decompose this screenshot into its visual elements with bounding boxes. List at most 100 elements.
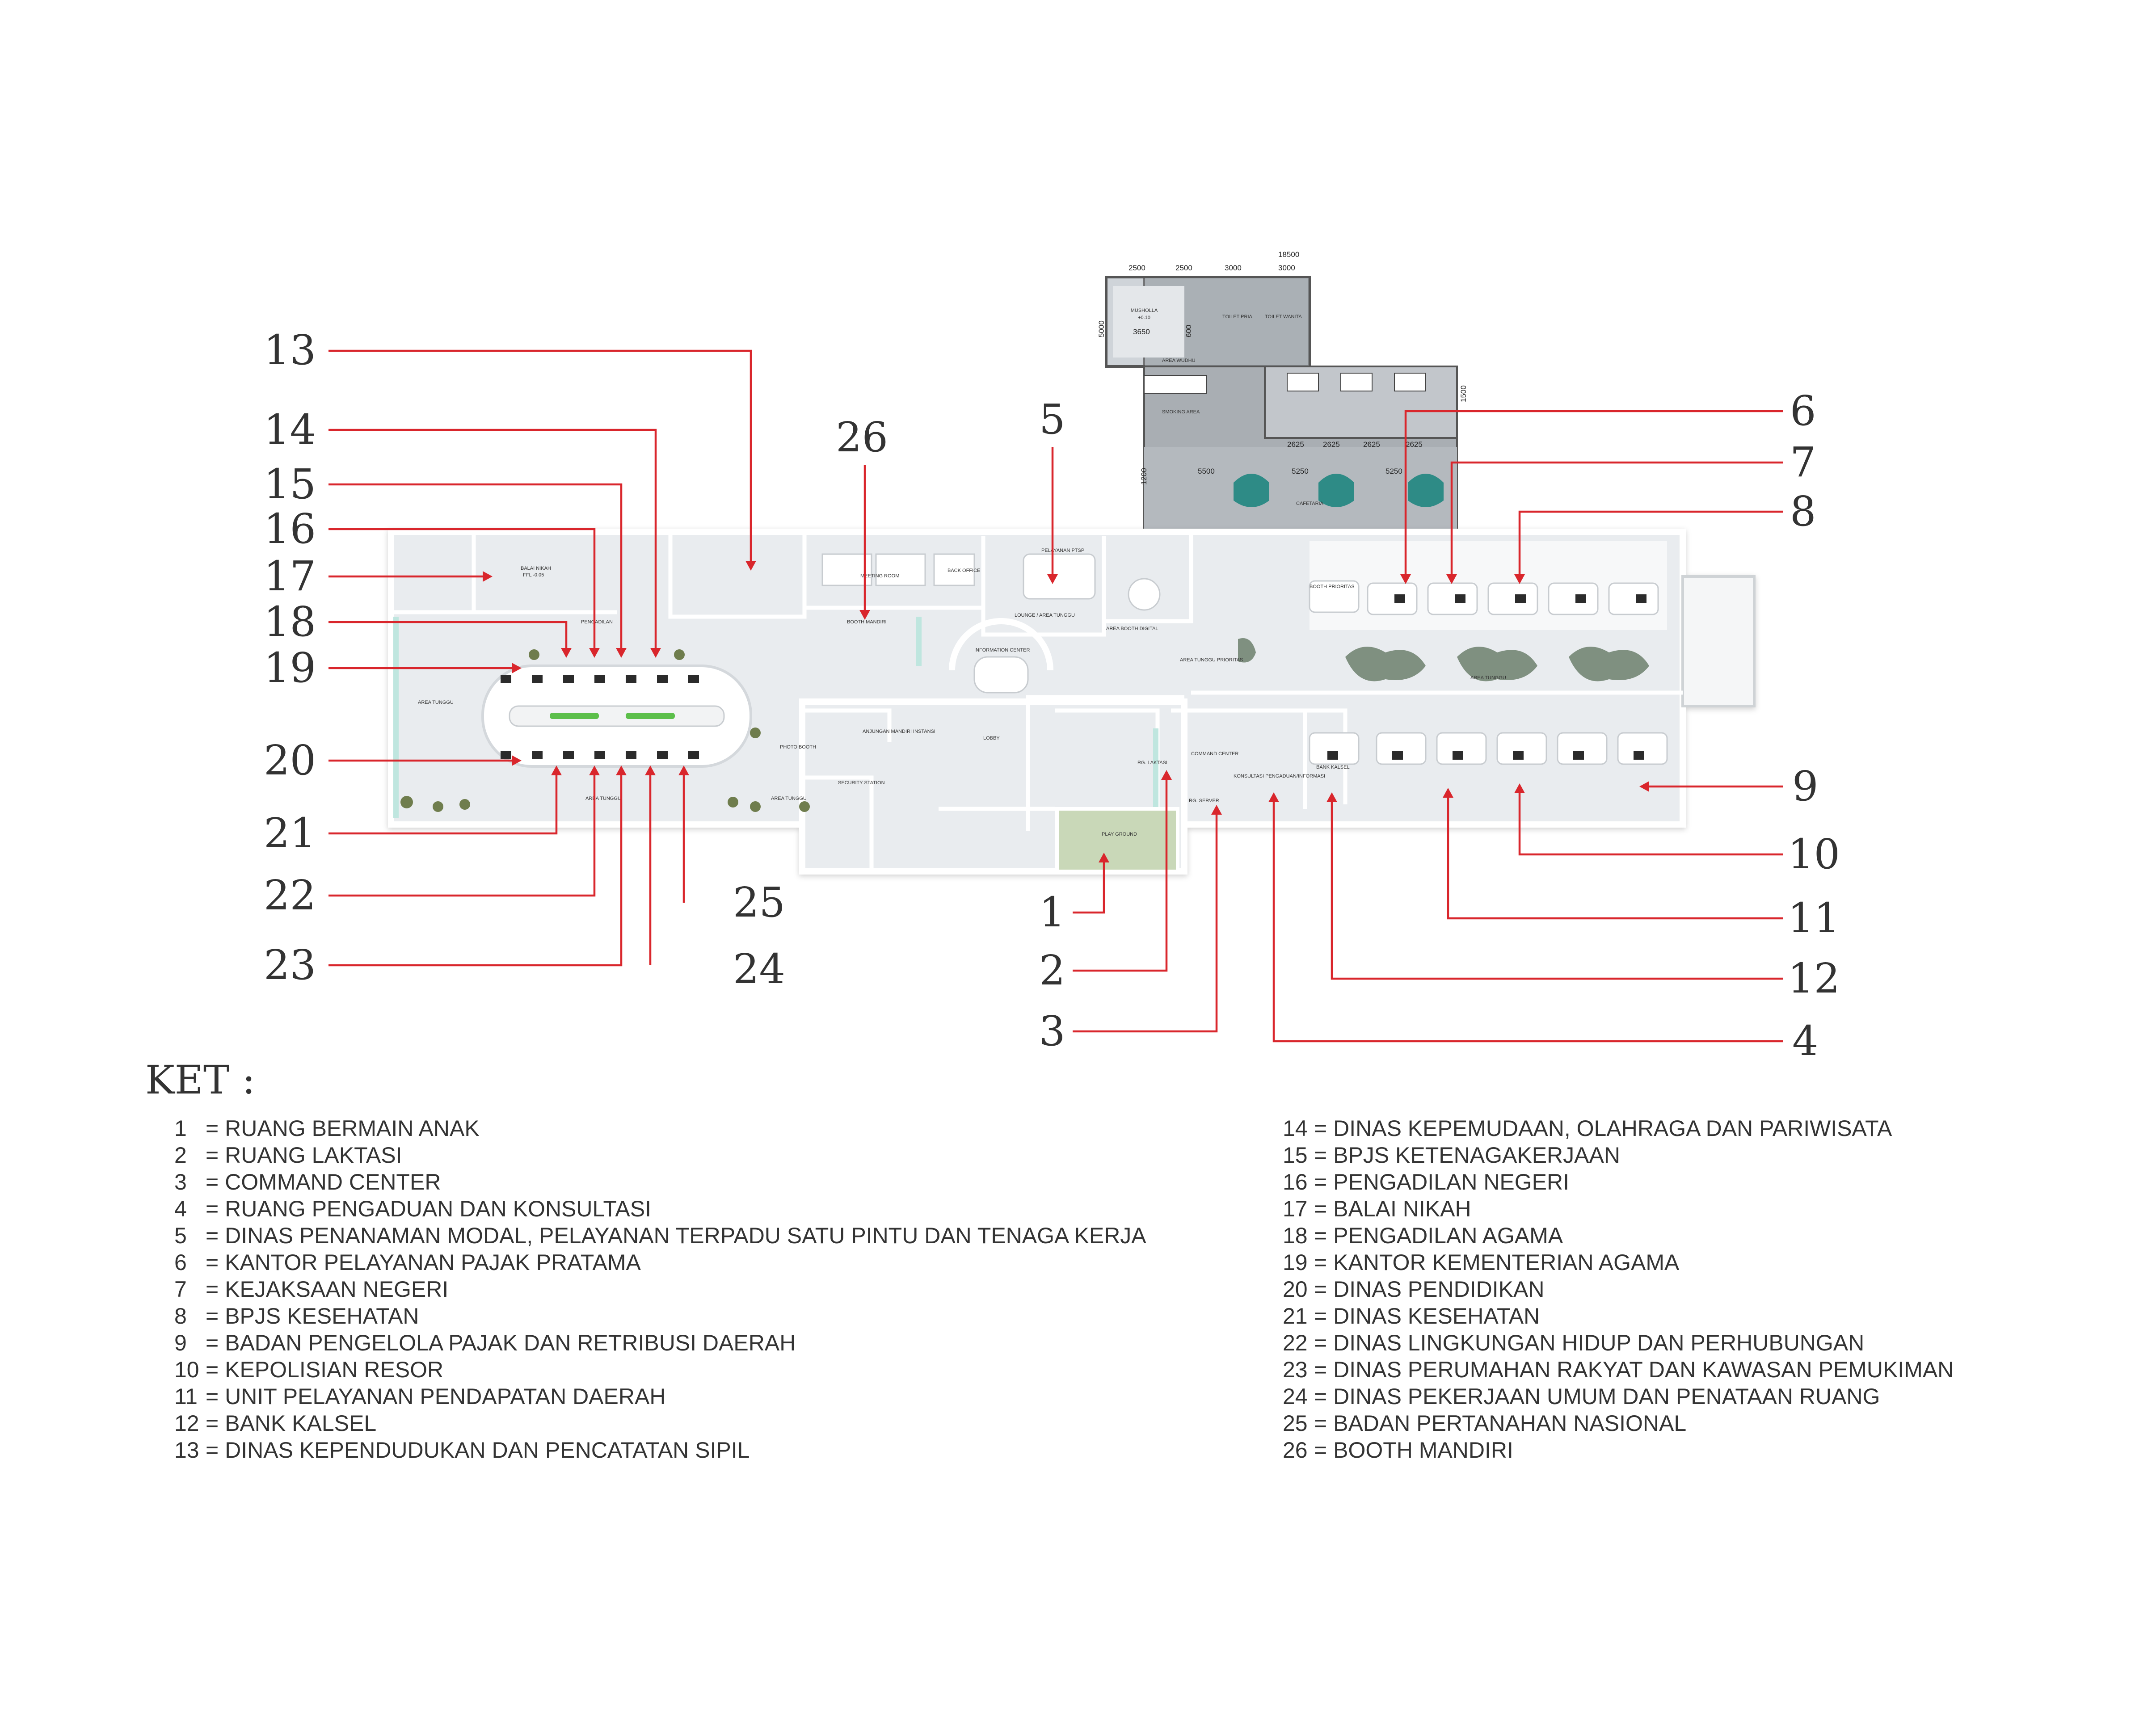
legend-item-equals: =: [206, 1357, 219, 1382]
legend-item-text: DINAS PEKERJAAN UMUM DAN PENATAAN RUANG: [1333, 1384, 1880, 1409]
legend-item-equals: =: [206, 1223, 219, 1248]
legend-item-text: DINAS KESEHATAN: [1333, 1304, 1540, 1329]
callout-3: 3: [1039, 1007, 1065, 1055]
leader-line-10: [1518, 791, 1783, 856]
legend-item: 23= DINAS PERUMAHAN RAKYAT DAN KAWASAN P…: [1283, 1356, 1954, 1383]
legend-item-text: COMMAND CENTER: [225, 1169, 441, 1194]
leader-line-8: [1518, 510, 1783, 576]
dimension-text: 5250: [1385, 467, 1402, 475]
callout-12: 12: [1788, 955, 1840, 1002]
callout-16: 16: [264, 505, 316, 553]
lobby-label: LOBBY: [983, 736, 1000, 741]
legend-item-equals: =: [206, 1304, 219, 1329]
legend-item: 13= DINAS KEPENDUDUKAN DAN PENCATATAN SI…: [174, 1437, 1146, 1464]
area-tunggu-left-label: AREA TUNGGU: [418, 700, 454, 705]
legend-item-number: 18: [1283, 1223, 1308, 1248]
information-center-desk: [949, 618, 1053, 694]
callout-14: 14: [264, 406, 316, 454]
callout-15: 15: [264, 460, 316, 508]
legend-item-text: RUANG LAKTASI: [225, 1143, 402, 1168]
smoking-area-label: SMOKING AREA: [1162, 409, 1200, 415]
back-office-label: BACK OFFICE: [947, 568, 980, 573]
leader-arrowheads: [483, 561, 1649, 862]
legend-item-equals: =: [1314, 1250, 1327, 1275]
area-tunggu-bottom-label: AREA TUNGGU: [771, 796, 807, 801]
arrowhead-14: [650, 648, 661, 658]
leader-line-23: [328, 772, 623, 967]
legend-item: 7= KEJAKSAAN NEGERI: [174, 1276, 1146, 1303]
legend-item: 26= BOOTH MANDIRI: [1283, 1437, 1954, 1464]
legend-item: 4= RUANG PENGADUAN DAN KONSULTASI: [174, 1195, 1146, 1222]
callout-23: 23: [264, 941, 316, 989]
dimension-text: 5500: [1198, 467, 1215, 475]
lounge-label: LOUNGE / AREA TUNGGU: [1015, 613, 1075, 618]
dimension-text: 2500: [1129, 264, 1145, 272]
callout-22: 22: [264, 871, 316, 919]
glass-panels: [393, 617, 1158, 831]
legend-item: 12= BANK KALSEL: [174, 1410, 1146, 1437]
arrowhead-21: [551, 765, 562, 775]
legend-item-number: 25: [1283, 1411, 1308, 1436]
planters: [400, 649, 810, 812]
legend-item-equals: =: [1314, 1277, 1327, 1302]
callout-11: 11: [1788, 894, 1840, 942]
booth-counters-top: BOOTH PRIORITAS: [1309, 541, 1667, 630]
musholla-level-label: +0.10: [1138, 315, 1150, 320]
legend-item-text: BOOTH MANDIRI: [1333, 1438, 1513, 1463]
booth-counters-bottom: BANK KALSEL: [1309, 732, 1668, 770]
area-tunggu-bottom-label: AREA TUNGGU: [585, 796, 621, 801]
legend-item-number: 3: [174, 1169, 187, 1194]
leader-line-11: [1447, 795, 1783, 920]
legend-item-number: 26: [1283, 1438, 1308, 1463]
legend-item-text: BPJS KETENAGAKERJAAN: [1333, 1143, 1620, 1168]
arrowhead-22: [589, 765, 600, 775]
arrowhead-9: [1639, 781, 1649, 792]
legend-item: 18= PENGADILAN AGAMA: [1283, 1222, 1954, 1249]
legend-item-equals: =: [1314, 1330, 1327, 1355]
legend-item-number: 5: [174, 1223, 187, 1248]
arrowhead-15: [616, 648, 627, 658]
booth-prioritas-label: BOOTH PRIORITAS: [1310, 584, 1355, 589]
legend-item: 19= KANTOR KEMENTERIAN AGAMA: [1283, 1249, 1954, 1276]
legend-item-number: 19: [1283, 1250, 1308, 1275]
command-center-label: COMMAND CENTER: [1191, 751, 1238, 757]
play-ground-area: [1055, 807, 1179, 873]
arrowhead-16: [589, 648, 600, 658]
legend-item: 10= KEPOLISIAN RESOR: [174, 1356, 1146, 1383]
callout-4: 4: [1792, 1017, 1819, 1065]
legend-item: 22= DINAS LINGKUNGAN HIDUP DAN PERHUBUNG…: [1283, 1329, 1954, 1356]
callout-7: 7: [1790, 438, 1816, 486]
legend-item-text: DINAS LINGKUNGAN HIDUP DAN PERHUBUNGAN: [1333, 1330, 1865, 1355]
legend-item-text: PENGADILAN AGAMA: [1333, 1223, 1563, 1248]
leader-line-4: [1272, 800, 1783, 1043]
legend-item-equals: =: [1314, 1411, 1327, 1436]
meeting-room-label: MEETING ROOM: [860, 573, 899, 579]
callout-13: 13: [264, 326, 316, 374]
toilet-wanita-label: TOILET WANITA: [1265, 314, 1302, 320]
waiting-sofas: [1238, 638, 1649, 681]
legend-item-equals: =: [206, 1250, 219, 1275]
right-annex: [1681, 575, 1756, 707]
dimension-text: 1500: [1459, 385, 1468, 402]
arrowhead-19: [512, 663, 522, 673]
legend-item: 3 = COMMAND CENTER: [174, 1169, 1146, 1195]
leader-line-7: [1450, 461, 1783, 576]
legend-item-equals: =: [206, 1169, 219, 1194]
legend-item-text: RUANG BERMAIN ANAK: [225, 1116, 480, 1141]
dimension-text: 2500: [1175, 264, 1192, 272]
legend-item-number: 10: [174, 1357, 199, 1382]
callout-26: 26: [836, 413, 888, 461]
dimension-text: 5000: [1097, 320, 1106, 337]
dimension-text: 600: [1184, 325, 1193, 337]
legend-item-number: 21: [1283, 1304, 1308, 1329]
legend-item-equals: =: [206, 1116, 219, 1141]
legend-item: 15= BPJS KETENAGAKERJAAN: [1283, 1142, 1954, 1169]
pelayanan-ptsp-label: PELAYANAN PTSP: [1041, 548, 1084, 553]
legend-item-number: 2: [174, 1143, 187, 1168]
legend-item-number: 9: [174, 1330, 187, 1355]
leader-line-21: [328, 772, 558, 835]
callout-17: 17: [264, 552, 316, 600]
musholla-floor: [1113, 286, 1184, 358]
legend-item-number: 17: [1283, 1196, 1308, 1221]
